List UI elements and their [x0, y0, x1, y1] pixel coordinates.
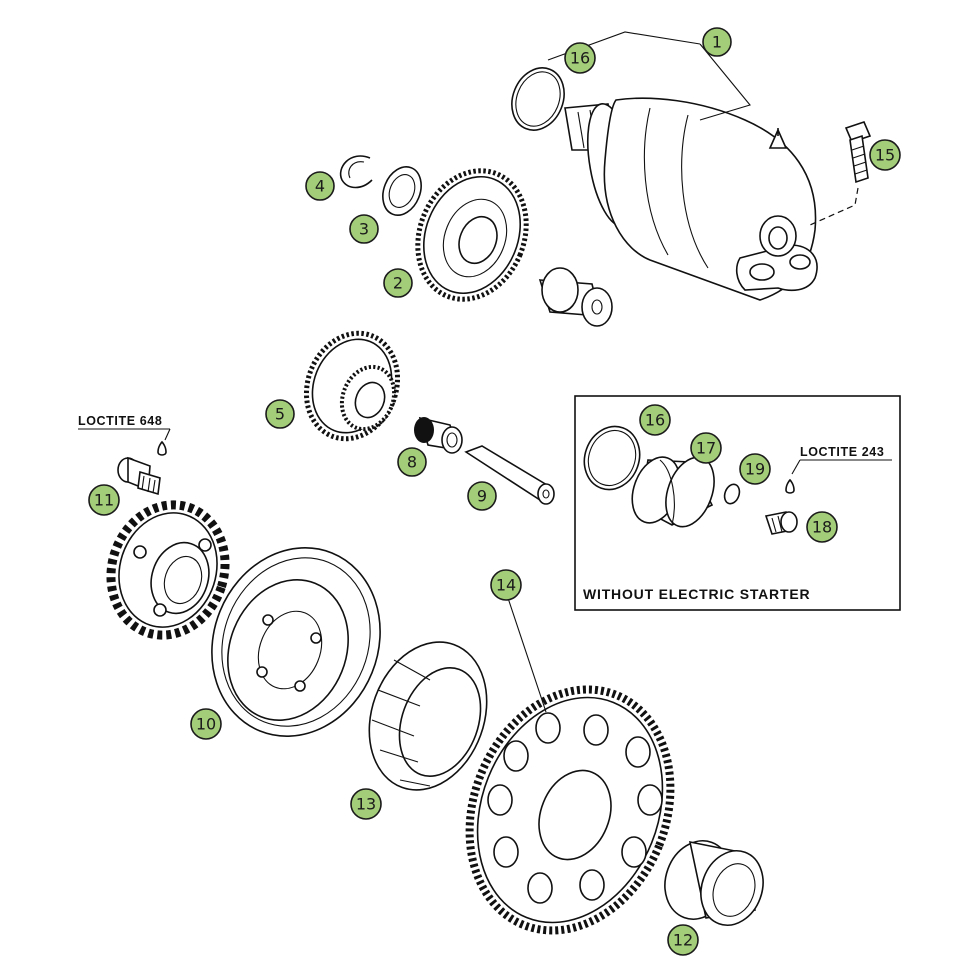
- starter-drive-gear: [106, 500, 230, 640]
- svg-text:9: 9: [477, 487, 487, 506]
- shaft-pin-9: [464, 445, 555, 505]
- callout-1: 1: [702, 27, 732, 57]
- loctite-243-label: LOCTITE 243: [800, 445, 884, 459]
- callout-19: 19: [739, 453, 771, 485]
- freewheel-13: [368, 641, 488, 791]
- callout-10: 10: [190, 708, 222, 740]
- callout-4: 4: [305, 171, 335, 201]
- o-ring-top: [511, 67, 565, 131]
- svg-text:5: 5: [275, 405, 285, 424]
- svg-text:4: 4: [315, 177, 325, 196]
- svg-text:3: 3: [359, 220, 369, 239]
- svg-text:19: 19: [745, 460, 765, 479]
- starter-motor: [547, 31, 818, 301]
- svg-text:18: 18: [812, 518, 832, 537]
- circlip-4: [339, 155, 373, 189]
- callout-15: 15: [869, 139, 901, 171]
- callout-16-inset: 16: [639, 404, 671, 436]
- washer-3: [382, 166, 422, 216]
- inset-title: WITHOUT ELECTRIC STARTER: [583, 586, 810, 602]
- callout-18: 18: [806, 511, 838, 543]
- callout-14: 14: [490, 569, 522, 601]
- callout-2: 2: [383, 268, 413, 298]
- svg-text:12: 12: [673, 931, 693, 950]
- svg-text:11: 11: [94, 491, 114, 510]
- callout-16-top: 16: [564, 42, 596, 74]
- svg-text:16: 16: [570, 49, 590, 68]
- bolt-11: [117, 456, 161, 496]
- callout-13: 13: [350, 788, 382, 820]
- needle-bearing-8: [414, 416, 463, 454]
- o-ring-inset: [583, 425, 641, 491]
- inset-without-electric-starter: LOCTITE 243 WITHOUT ELECTRIC STARTER: [574, 395, 901, 611]
- svg-text:2: 2: [393, 274, 403, 293]
- svg-text:13: 13: [356, 795, 376, 814]
- svg-text:14: 14: [496, 576, 516, 595]
- callout-17: 17: [690, 432, 722, 464]
- callout-5: 5: [265, 399, 295, 429]
- double-gear-5: [303, 330, 401, 442]
- sleeve: [538, 267, 613, 327]
- starter-ring-gear-14: [465, 685, 675, 935]
- svg-text:8: 8: [407, 453, 417, 472]
- svg-text:10: 10: [196, 715, 216, 734]
- callout-9: 9: [467, 481, 497, 511]
- callout-12: 12: [667, 924, 699, 956]
- needle-bearing-12: [664, 840, 764, 926]
- callout-3: 3: [349, 214, 379, 244]
- flywheel-10: [211, 547, 381, 737]
- loctite-648-label: LOCTITE 648: [78, 414, 162, 428]
- svg-text:15: 15: [875, 146, 895, 165]
- svg-text:17: 17: [696, 439, 716, 458]
- callout-8: 8: [397, 447, 427, 477]
- intermediate-gear-2: [415, 168, 529, 302]
- svg-text:1: 1: [712, 33, 722, 52]
- bolt-15: [809, 121, 872, 226]
- svg-text:16: 16: [645, 411, 665, 430]
- callout-11: 11: [88, 484, 120, 516]
